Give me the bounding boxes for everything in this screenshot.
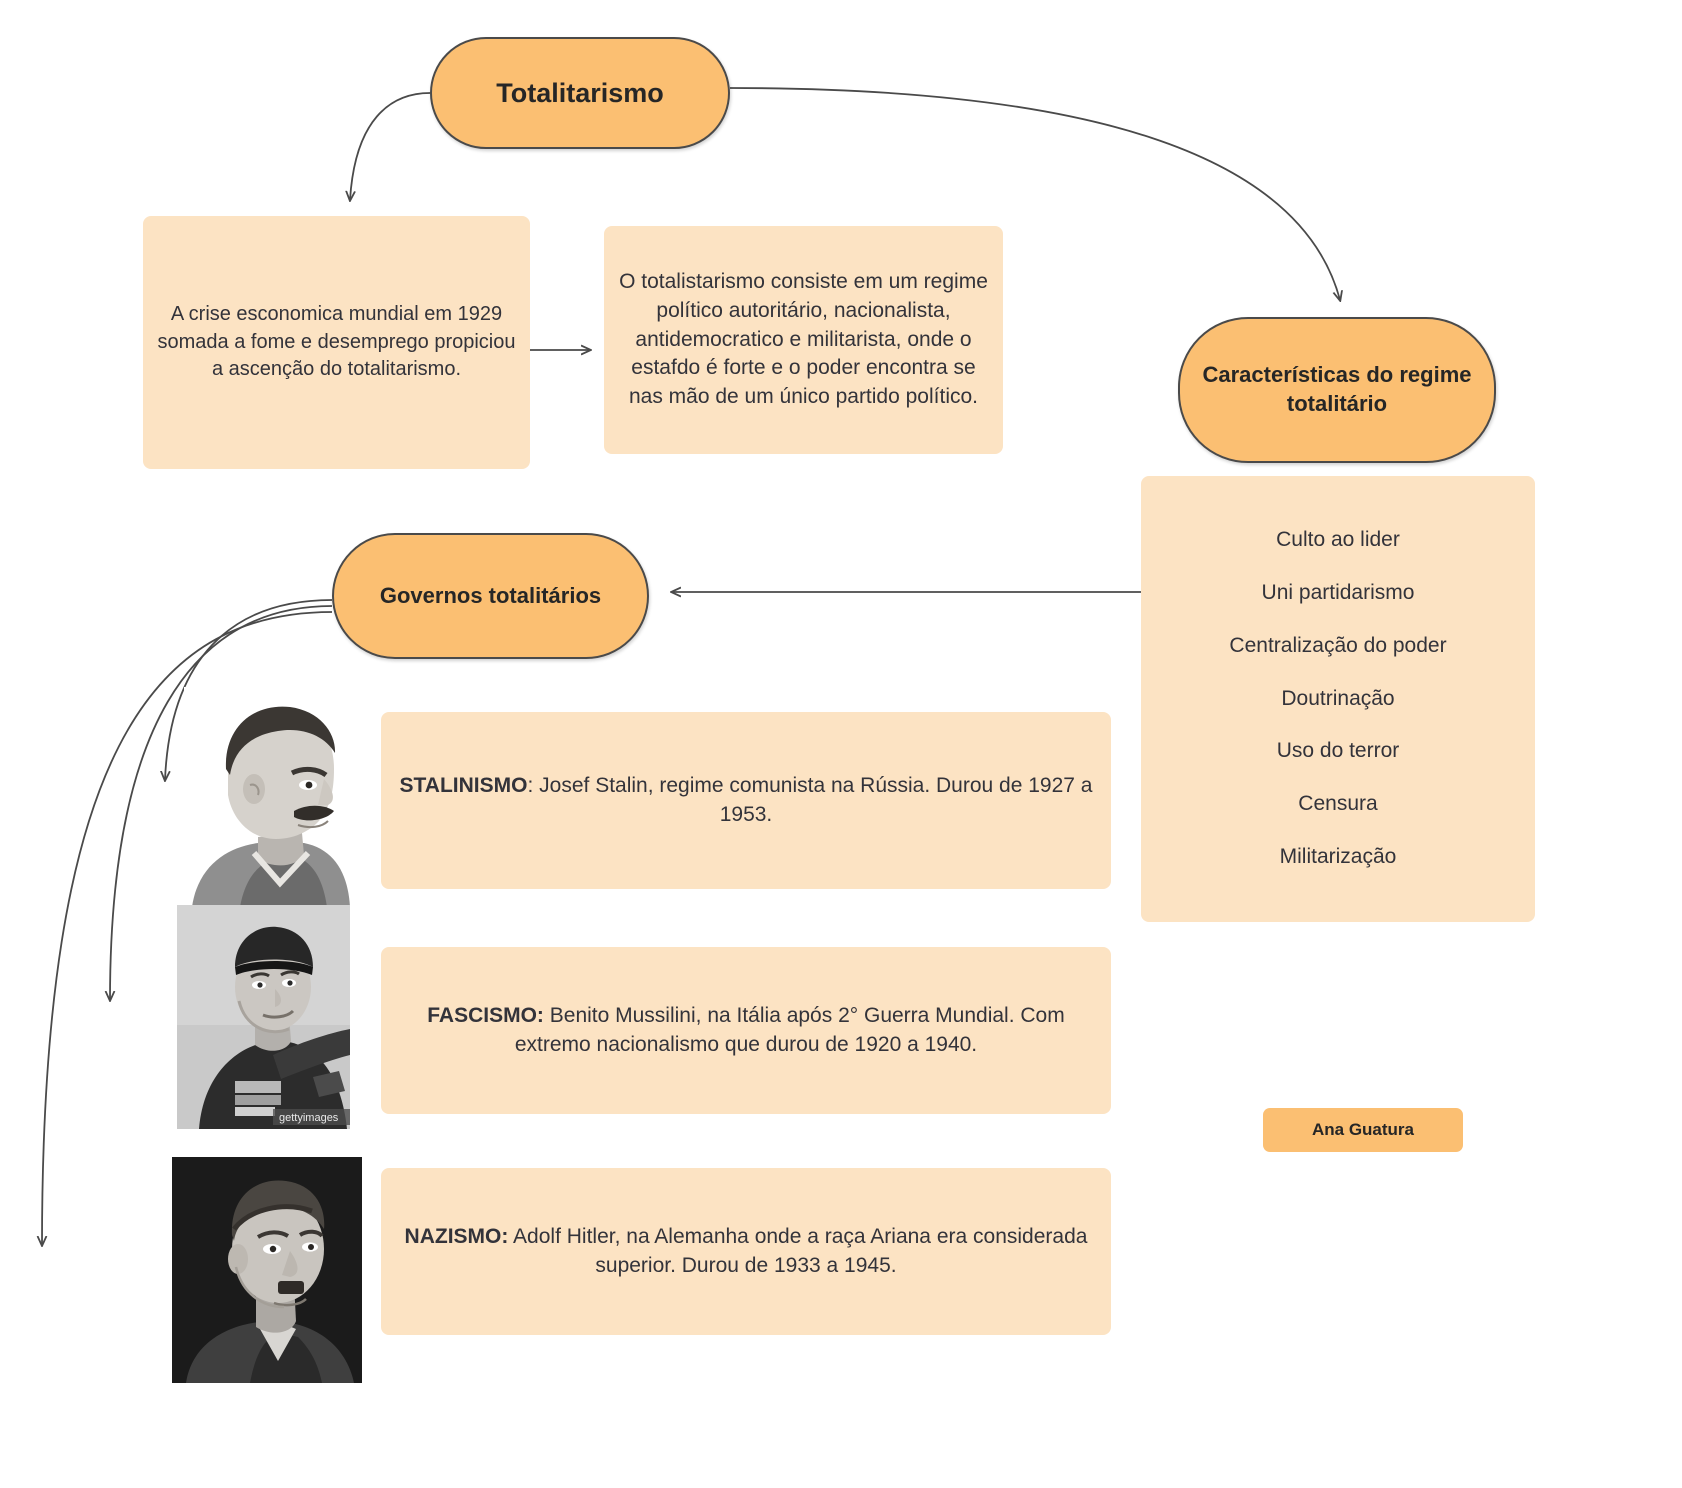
panel-crise-economica: A crise esconomica mundial em 1929 somad… [143, 216, 530, 469]
list-item: Uso do terror [1276, 739, 1400, 763]
panel-stalinismo-lead: STALINISMO [399, 773, 528, 797]
list-item: Centralização do poder [1229, 633, 1447, 657]
node-governos[interactable]: Governos totalitários [332, 533, 649, 659]
list-item: Militarização [1279, 845, 1397, 869]
panel-nazismo-lead: NAZISMO: [404, 1224, 509, 1248]
panel-stalinismo-text: Josef Stalin, regime comunista na Rússia… [533, 773, 1093, 826]
portrait-stalin [184, 687, 350, 907]
author-badge-label: Ana Guatura [1311, 1120, 1415, 1139]
panel-nazismo-text: Adolf Hitler, na Alemanha onde a raça Ar… [508, 1224, 1088, 1277]
panel-definicao: O totalistarismo consiste em um regime p… [604, 226, 1003, 454]
panel-caracteristicas-list: Culto ao lider Uni partidarismo Centrali… [1141, 476, 1535, 922]
panel-crise-text: A crise esconomica mundial em 1929 somad… [157, 303, 516, 381]
caracteristicas-list: Culto ao lider Uni partidarismo Centrali… [1229, 476, 1446, 922]
photo-watermark-label: gettyimages [279, 1112, 339, 1124]
edge-root-to-crise [350, 92, 431, 200]
panel-stalinismo-separator: : [527, 773, 534, 797]
portrait-mussolini: gettyimages [177, 905, 350, 1129]
panel-fascismo-text: Benito Mussilini, na Itália após 2° Guer… [514, 1003, 1065, 1056]
node-caracteristicas-label: Características do regime totalitário [1202, 362, 1472, 416]
list-item: Uni partidarismo [1261, 580, 1415, 604]
author-badge: Ana Guatura [1263, 1108, 1463, 1152]
node-caracteristicas[interactable]: Características do regime totalitário [1178, 317, 1496, 463]
list-item: Doutrinação [1281, 686, 1395, 710]
node-totalitarismo-label: Totalitarismo [496, 77, 664, 108]
portrait-hitler [172, 1157, 362, 1383]
node-governos-label: Governos totalitários [379, 583, 602, 608]
panel-fascismo-lead: FASCISMO: [427, 1003, 544, 1027]
list-item: Culto ao lider [1276, 527, 1400, 551]
panel-stalinismo: STALINISMO: Josef Stalin, regime comunis… [381, 712, 1111, 889]
node-totalitarismo[interactable]: Totalitarismo [430, 37, 730, 149]
panel-nazismo: NAZISMO: Adolf Hitler, na Alemanha onde … [381, 1168, 1111, 1335]
panel-fascismo: FASCISMO: Benito Mussilini, na Itália ap… [381, 947, 1111, 1114]
panel-definicao-text: O totalistarismo consiste em um regime p… [619, 269, 988, 409]
list-item: Censura [1298, 792, 1378, 816]
